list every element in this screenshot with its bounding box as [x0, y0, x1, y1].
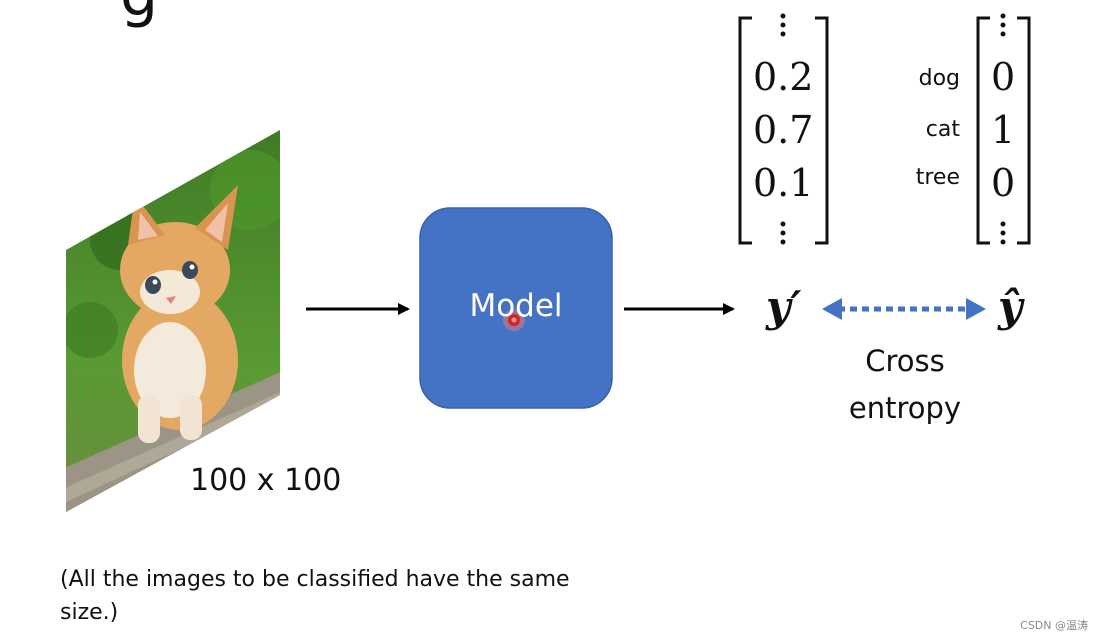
target-value-cat: 1	[991, 108, 1016, 152]
model-label: Model	[469, 288, 563, 324]
target-value-dog: 0	[991, 55, 1016, 99]
prediction-symbol: y′	[766, 282, 802, 331]
laser-pointer-icon	[503, 309, 525, 331]
cross-entropy-line1: Cross	[865, 344, 945, 378]
prediction-vdots	[780, 13, 786, 245]
target-vdots	[1000, 13, 1006, 245]
kitten-image	[66, 130, 280, 512]
image-size-label: 100 x 100	[190, 463, 342, 498]
class-label-dog: dog	[918, 66, 960, 91]
cross-entropy-arrow	[822, 298, 986, 320]
target-vector-brackets	[976, 16, 1031, 245]
watermark: CSDN @温涛	[1020, 619, 1088, 632]
cut-off-heading-glyph: g	[120, 0, 158, 30]
class-label-cat: cat	[925, 117, 960, 142]
prediction-value-tree: 0.1	[753, 161, 814, 205]
cross-entropy-line2: entropy	[848, 391, 962, 425]
target-value-tree: 0	[991, 161, 1016, 205]
prediction-value-dog: 0.2	[753, 55, 814, 99]
cross-entropy-label: Cross entropy	[830, 338, 980, 432]
model-box	[419, 207, 613, 409]
note-text: (All the images to be classified have th…	[60, 567, 570, 625]
prediction-vector-brackets	[738, 16, 829, 245]
class-label-tree: tree	[915, 165, 960, 190]
target-symbol: ŷ	[998, 282, 1023, 331]
prediction-value-cat: 0.7	[753, 108, 814, 152]
